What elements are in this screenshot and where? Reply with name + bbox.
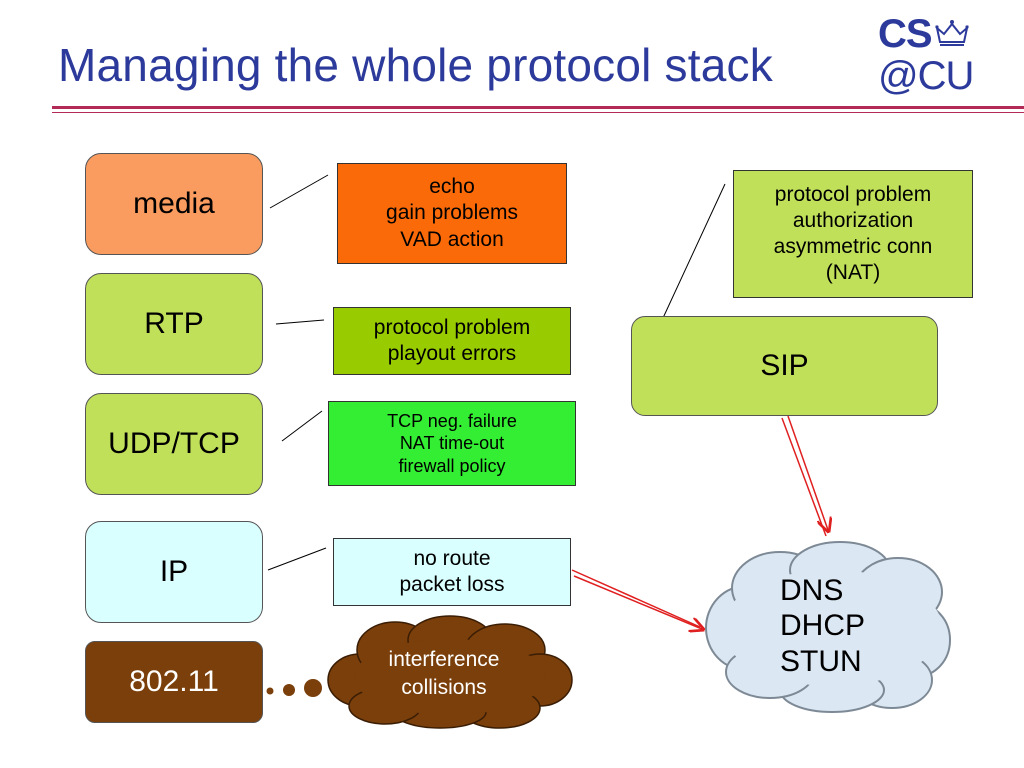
problem-box-udp-tcp: TCP neg. failure NAT time-out firewall p… [328, 401, 576, 486]
service-item: DHCP [780, 609, 866, 643]
problem-box-ip: no route packet loss [333, 538, 571, 606]
layer-udp-tcp: UDP/TCP [85, 393, 263, 495]
problem-line: NAT time-out [399, 433, 505, 454]
problem-line: packet loss [399, 573, 505, 596]
crown-icon [935, 20, 969, 46]
problem-line: protocol problem [373, 315, 531, 339]
logo-cs-text: CS [878, 12, 933, 56]
wifi-problem-text: interference collisions [352, 646, 536, 703]
problem-box-sip: protocol problem authorization asymmetri… [733, 170, 973, 298]
connector-media [269, 174, 329, 209]
layer-ip: IP [85, 521, 263, 623]
service-item: STUN [780, 644, 862, 678]
problem-line: asymmetric conn [773, 235, 933, 258]
services-list: DNS DHCP STUN [780, 573, 865, 679]
layer-802-11: 802.11 [85, 641, 263, 723]
layer-media: media [85, 153, 263, 255]
sip-box: SIP [631, 316, 938, 416]
connector-udp-tcp [281, 410, 323, 442]
connector-rtp [275, 319, 325, 325]
problem-box-media: echo gain problems VAD action [337, 163, 567, 264]
problem-line: no route [413, 546, 491, 570]
csatcu-logo: CS @CU [878, 12, 988, 98]
logo-cu-text: @CU [878, 54, 974, 98]
title-rule-thin [52, 112, 1024, 113]
problem-line: TCP neg. failure [387, 410, 517, 431]
problem-line: gain problems [386, 201, 518, 225]
problem-line: collisions [401, 676, 487, 700]
problem-line: playout errors [387, 342, 517, 365]
problem-line: (NAT) [825, 261, 881, 285]
problem-line: protocol problem [774, 182, 932, 206]
service-item: DNS [780, 574, 844, 607]
page-title: Managing the whole protocol stack [58, 39, 773, 91]
problem-line: firewall policy [398, 455, 506, 476]
title-rule [52, 106, 1024, 109]
services-cloud [705, 541, 951, 713]
problem-box-rtp: protocol problem playout errors [333, 307, 571, 375]
dot-medium [283, 684, 295, 696]
connector-sip [662, 183, 726, 319]
arrow-sip-to-services [781, 415, 828, 537]
wifi-problem-cloud [327, 615, 573, 729]
dot-small [266, 687, 274, 695]
layer-rtp: RTP [85, 273, 263, 375]
dot-large [304, 679, 322, 697]
connector-ip [267, 547, 327, 571]
problem-line: VAD action [400, 227, 504, 251]
problem-line: echo [429, 175, 475, 199]
arrow-ip-to-services [571, 569, 702, 629]
problem-line: interference [388, 648, 500, 671]
problem-line: authorization [792, 208, 914, 232]
